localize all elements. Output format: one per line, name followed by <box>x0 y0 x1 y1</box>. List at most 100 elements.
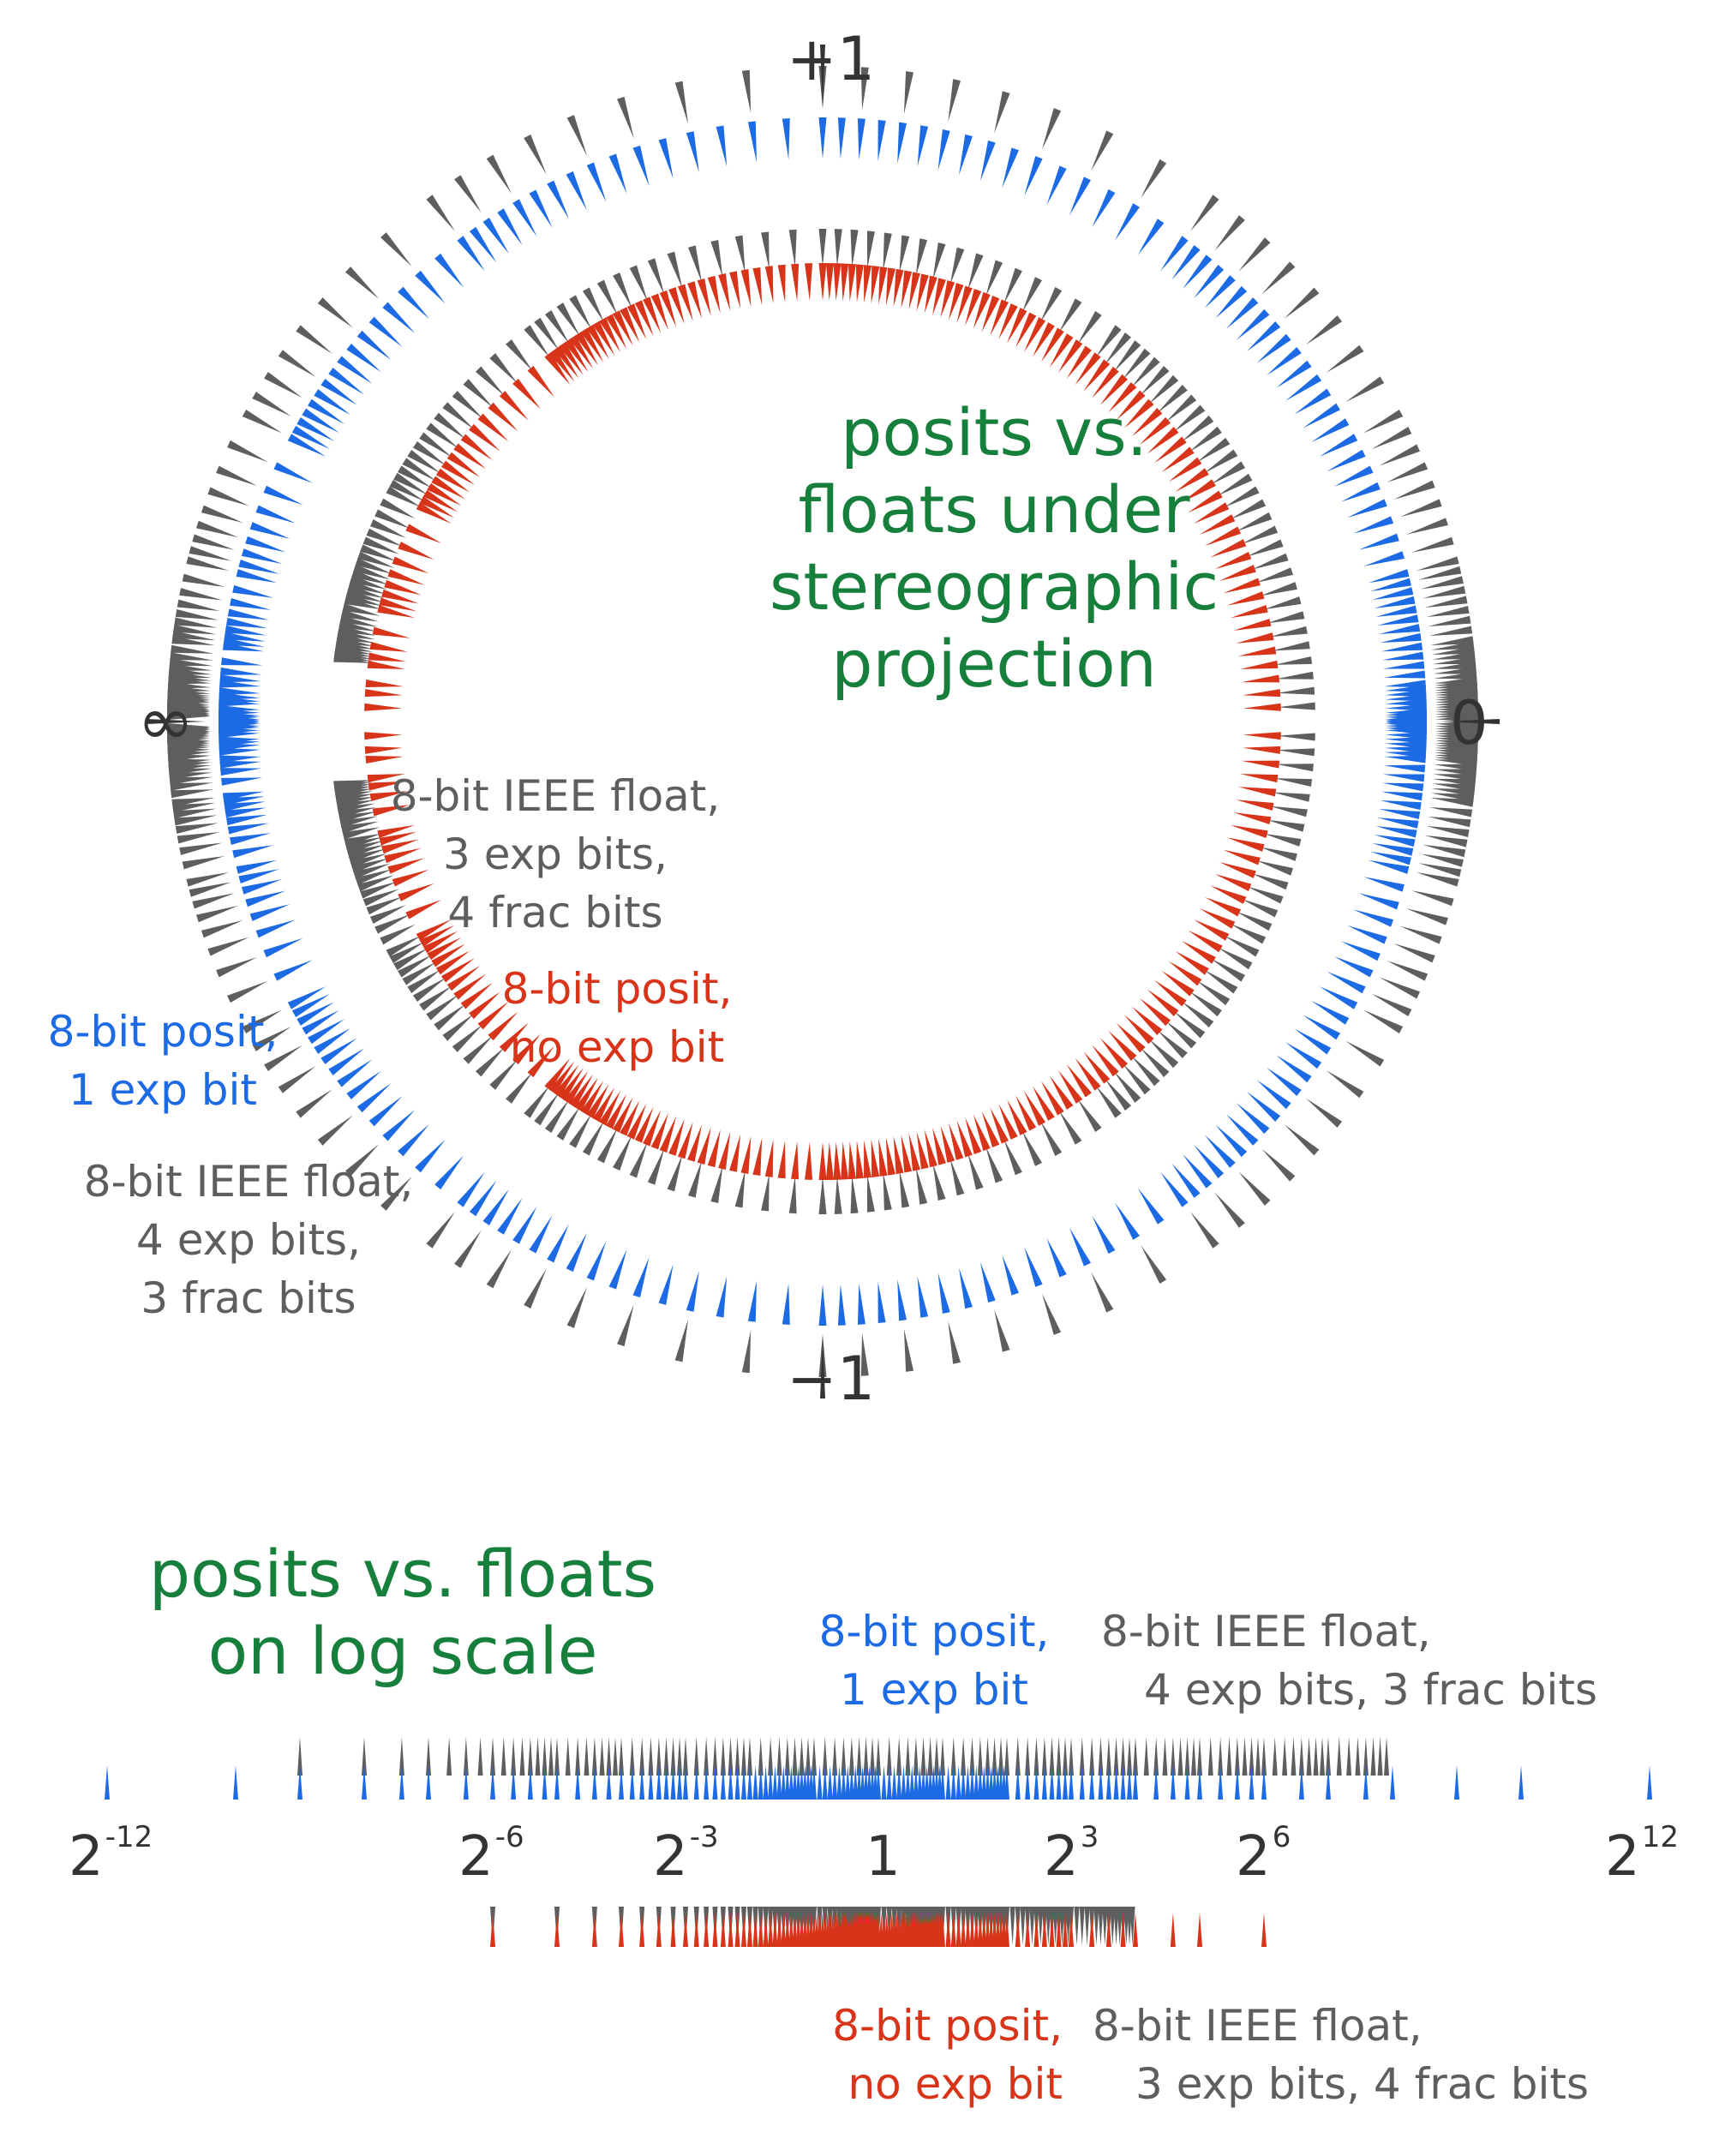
posit-1exp-tick <box>1319 986 1358 1009</box>
float-3exp-tick <box>374 509 410 530</box>
float-4exp-tick <box>1345 1040 1385 1067</box>
posit-0exp-tick <box>367 660 405 669</box>
log-posit-1exp-tick <box>683 1765 688 1800</box>
log-float-4exp-tick <box>1363 1737 1369 1776</box>
float-3exp-tick <box>613 1135 632 1171</box>
posit-0exp-tick <box>1123 398 1154 428</box>
log-float-4exp-tick <box>1105 1737 1111 1776</box>
float-4exp-tick <box>172 630 216 641</box>
posit-1exp-tick <box>1194 1144 1225 1179</box>
posit-0exp-tick <box>1066 345 1092 379</box>
posit-1exp-tick <box>979 140 996 182</box>
float-4exp-tick <box>1284 1124 1320 1156</box>
log-posit-1exp-ticks <box>105 1765 1652 1800</box>
posit-1exp-tick <box>249 522 290 539</box>
posit-0exp-tick <box>643 1110 662 1147</box>
posit-1exp-tick <box>457 1171 485 1207</box>
log-posit-0exp-tick <box>1004 1913 1009 1947</box>
log-float-4exp-tick <box>1004 1737 1009 1776</box>
log-posit-0exp-tick <box>1025 1913 1031 1947</box>
float-3exp-tick <box>899 235 910 273</box>
posit-1exp-tick <box>219 760 261 769</box>
log-posit-0exp-tick <box>969 1913 975 1947</box>
posit-0exp-tick <box>818 263 827 301</box>
log-float-3exp-tick <box>1110 1907 1116 1945</box>
log-float-4exp-tick <box>1242 1737 1248 1776</box>
log-posit-1exp-tick <box>812 1765 817 1800</box>
log-posit-1exp-tick <box>781 1765 787 1800</box>
ring-float-3exp-ticks <box>333 229 1315 1214</box>
posit-0exp-tick <box>805 1141 813 1180</box>
log-posit-0exp-tick <box>554 1913 560 1947</box>
float-3exp-tick <box>345 589 384 602</box>
float-3exp-tick <box>1211 958 1246 982</box>
float-3exp-tick <box>949 1158 965 1196</box>
float-3exp-tick <box>834 1176 842 1214</box>
float-3exp-tick <box>1196 980 1231 1006</box>
log-posit-1exp-tick <box>853 1765 859 1800</box>
posit-1exp-tick <box>356 330 392 360</box>
posit-0exp-tick <box>924 275 937 314</box>
float-4exp-tick <box>201 919 243 938</box>
posit-0exp-tick <box>1230 604 1268 619</box>
log-float-4exp-tick <box>863 1737 869 1776</box>
log-float-4exp-tick <box>776 1737 782 1776</box>
posit-0exp-tick <box>1219 861 1256 878</box>
float-3exp-tick <box>357 875 395 892</box>
posit-0exp-tick <box>544 352 571 386</box>
posit-1exp-tick <box>356 1083 392 1113</box>
log-float-4exp-tick <box>991 1737 997 1776</box>
note-posit-0exp: 8-bit posit, no exp bit <box>480 960 754 1076</box>
posit-0exp-tick <box>965 289 982 326</box>
float-4exp-tick <box>1393 480 1435 500</box>
posit-1exp-tick <box>1237 308 1270 340</box>
log-posit-1exp-tick <box>606 1765 612 1800</box>
posit-1exp-tick <box>1002 1255 1019 1296</box>
posit-0exp-tick <box>916 1131 929 1170</box>
log-posit-1exp-tick <box>591 1765 597 1800</box>
posit-1exp-tick <box>222 642 265 652</box>
log-posit-0exp-tick <box>940 1913 945 1947</box>
posit-0exp-tick <box>1199 514 1236 535</box>
posit-0exp-tick <box>990 299 1009 336</box>
log-float-4exp-tick <box>768 1737 774 1776</box>
posit-0exp-tick <box>1040 327 1064 362</box>
posit-0exp-tick <box>453 443 487 470</box>
posit-0exp-tick <box>416 502 452 524</box>
note-float-3exp-line-2: 3 exp bits, <box>443 829 668 879</box>
posit-0exp-tick <box>1015 1095 1037 1131</box>
float-3exp-tick <box>489 353 518 384</box>
posit-1exp-tick <box>897 122 907 164</box>
posit-1exp-tick <box>1204 275 1236 308</box>
log-float-4exp-tick <box>527 1737 533 1776</box>
log-posit-0exp-tick <box>734 1913 740 1947</box>
posit-1exp-tick <box>1381 642 1423 652</box>
log-float-4exp-tick <box>606 1737 612 1776</box>
float-4exp-tick <box>169 776 213 785</box>
posit-0exp-tick <box>1240 660 1279 669</box>
log-posit-1exp-tick <box>426 1765 431 1800</box>
float-3exp-tick <box>360 881 397 899</box>
float-3exp-tick <box>342 603 380 616</box>
float-4exp-tick <box>1421 576 1464 590</box>
axis-tick-exponent: 3 <box>1080 1820 1099 1854</box>
axis-tick-exponent: -6 <box>494 1820 524 1854</box>
float-3exp-tick <box>489 1059 518 1090</box>
float-3exp-tick <box>342 827 380 840</box>
float-4exp-tick <box>1399 499 1442 518</box>
log-float-4exp-tick <box>747 1737 752 1776</box>
float-3exp-tick <box>569 1113 592 1148</box>
float-3exp-tick <box>761 1173 770 1212</box>
posit-0exp-tick <box>1024 1091 1046 1126</box>
posit-0exp-tick <box>431 943 466 967</box>
log-float-4exp-tick <box>1015 1737 1021 1776</box>
posit-0exp-tick <box>1015 312 1037 348</box>
posit-0exp-tick <box>564 338 589 373</box>
posit-1exp-tick <box>314 1027 351 1054</box>
posit-0exp-tick <box>956 285 973 323</box>
float-4exp-tick <box>317 297 354 328</box>
float-3exp-tick <box>524 1085 550 1118</box>
posit-1exp-tick <box>686 1270 699 1312</box>
posit-0exp-tick <box>586 1084 609 1119</box>
float-3exp-tick <box>1275 764 1314 772</box>
